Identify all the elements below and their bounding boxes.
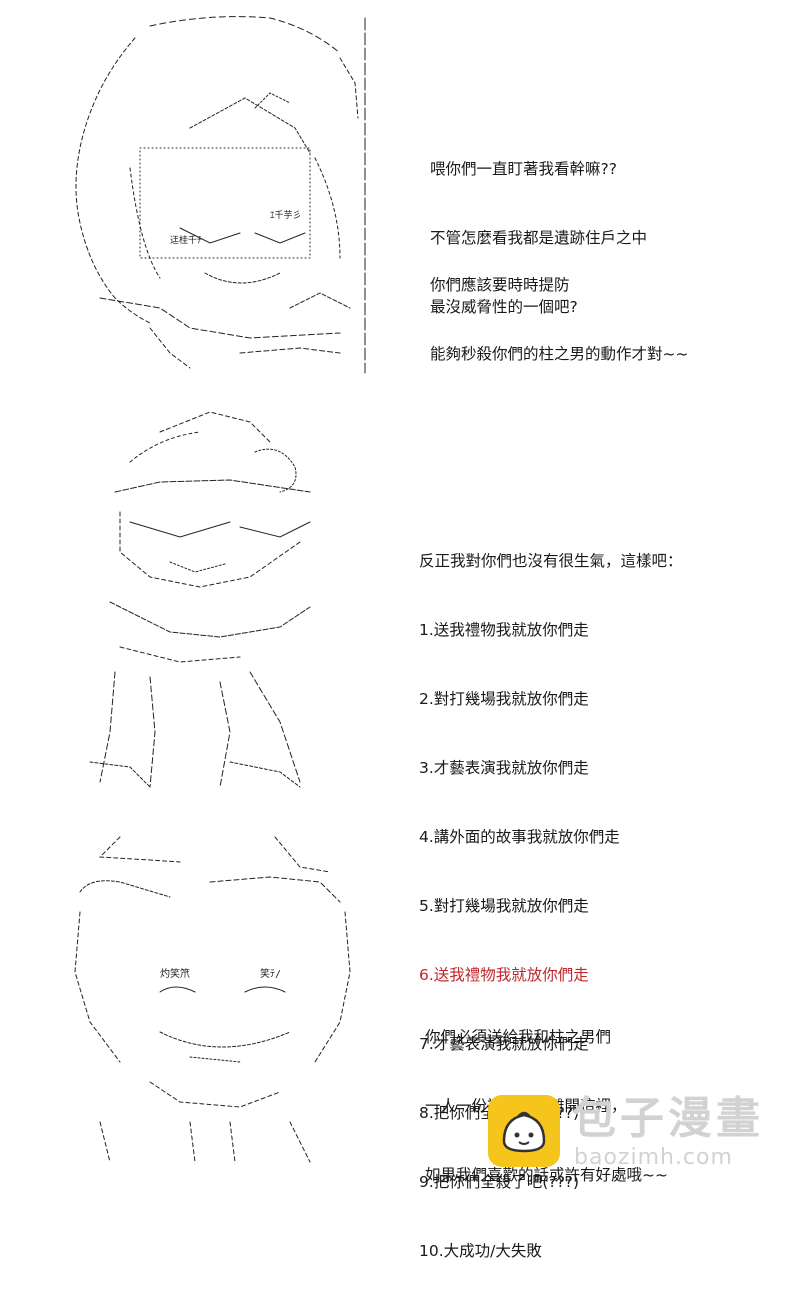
dialogue-block-2: 你們應該要時時提防 能夠秒殺你們的柱之男的動作才對~~ (430, 228, 688, 412)
art-text-3: 灼笑笊 (160, 967, 190, 980)
panel-3: 灼笑笊 笑ﾃ/ 你們必須送給我和柱之男們 一人一份禮物才能離開這裡， 如果我們喜… (0, 810, 800, 1200)
dialogue-block-1: 喂你們一直盯著我看幹嘛?? 不管怎麼看我都是遺跡住戶之中 最沒威脅性的一個吧? (430, 112, 647, 365)
dialogue-line: 喂你們一直盯著我看幹嘛?? (430, 160, 617, 178)
ascii-art-smiling-face-drawing: 灼笑笊 笑ﾃ/ (74, 836, 351, 1163)
dialogue-line: 最沒威脅性的一個吧? (430, 298, 578, 316)
panel-1: 迋桂千ﾁ ｴ千芋彡 喂你們一直盯著我看幹嘛?? 不管怎麼看我都是遺跡住戶之中 最… (0, 0, 800, 390)
ascii-art-smiling-face: 灼笑笊 笑ﾃ/ (40, 822, 385, 1167)
art-text-4: 笑ﾃ/ (260, 967, 281, 980)
watermark-url: baozimh.com (574, 1145, 733, 1170)
dialogue-line: 反正我對你們也沒有很生氣，這樣吧： (419, 552, 683, 570)
panel-2: 反正我對你們也沒有很生氣，這樣吧： 1.送我禮物我就放你們走 2.對打幾場我就放… (0, 390, 800, 1260)
ascii-art-hooded-figure: 迋桂千ﾁ ｴ千芋彡 (40, 8, 385, 378)
steamed-bun-icon (488, 1095, 560, 1167)
dialogue-line: 你們必須送給我和柱之男們 (425, 1028, 612, 1046)
option-item-3: 3.才藝表演我就放你們走 (419, 759, 589, 777)
dialogue-line: 能夠秒殺你們的柱之男的動作才對~~ (430, 345, 689, 363)
option-item-5: 5.對打幾場我就放你們走 (419, 897, 589, 915)
option-item-9: 9.把你們全殺了吧(???) (419, 1173, 580, 1191)
art-text-1: 迋桂千ﾁ (170, 234, 202, 246)
art-text-2: ｴ千芋彡 (270, 210, 302, 221)
dialogue-line: 如果我們喜歡的話或許有好處哦~~ (425, 1166, 668, 1184)
watermark-title: 包子漫畫 (572, 1093, 764, 1144)
option-item-10: 10.大成功/大失敗 (419, 1242, 542, 1260)
watermark: 包子漫畫 baozimh.com (486, 1093, 786, 1173)
ascii-art-hooded-figure-drawing: 迋桂千ﾁ ｴ千芋彡 (75, 16, 366, 374)
dialogue-line: 你們應該要時時提防 (430, 276, 570, 294)
option-item-6-highlighted: 6.送我禮物我就放你們走 (419, 966, 589, 984)
option-item-2: 2.對打幾場我就放你們走 (419, 690, 589, 708)
option-item-4: 4.講外面的故事我就放你們走 (419, 828, 620, 846)
option-item-7: 7.才藝表演我就放你們走 (419, 1035, 589, 1053)
option-item-1: 1.送我禮物我就放你們走 (419, 621, 589, 639)
dialogue-block-3: 你們必須送給我和柱之男們 一人一份禮物才能離開這裡， 如果我們喜歡的話或許有好處… (425, 980, 668, 1233)
dialogue-line: 不管怎麼看我都是遺跡住戶之中 (430, 229, 648, 247)
ascii-art-cloaked-figure-drawing (89, 411, 311, 788)
ascii-art-cloaked-standing-figure (40, 402, 385, 797)
